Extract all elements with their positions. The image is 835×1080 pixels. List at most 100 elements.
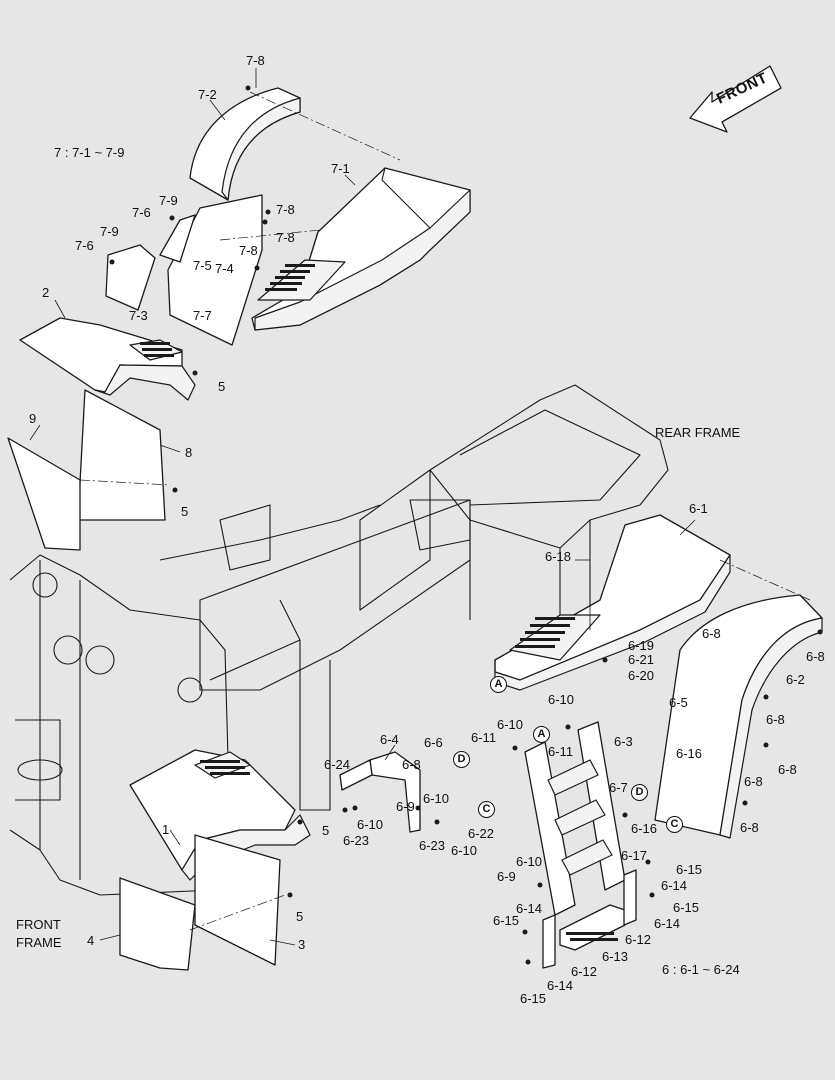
callout-label: 7-1 <box>331 161 350 176</box>
callout-label: 5 <box>322 823 330 838</box>
callout-label: 7-7 <box>193 308 212 323</box>
callout-label: 6-15 <box>676 862 703 877</box>
callout-label: 6-12 <box>625 932 652 947</box>
panel-4 <box>119 877 196 971</box>
callout-label: 5 <box>296 909 304 924</box>
step-6-1 <box>494 514 731 691</box>
callout-label: 6-8 <box>740 820 759 835</box>
leader-lines <box>29 68 696 946</box>
callout-label: 6-4 <box>380 732 399 747</box>
reference-c-marker: C <box>478 801 495 818</box>
panel-7-3 <box>105 244 156 311</box>
panel-9 <box>7 437 81 551</box>
callout-label: 7-8 <box>239 243 258 258</box>
callout-label: 6-8 <box>806 649 825 664</box>
callout-label: 6-14 <box>516 901 543 916</box>
callout-label: 6-12 <box>571 964 598 979</box>
callout-label: 7-9 <box>159 193 178 208</box>
callout-label: 6-14 <box>661 878 688 893</box>
fasteners <box>109 85 823 965</box>
callout-label: 7-8 <box>276 202 295 217</box>
callout-label: 6-7 <box>609 780 628 795</box>
callout-label: 6-9 <box>497 869 516 884</box>
group-6-note: 6 : 6-1 ~ 6-24 <box>662 962 740 977</box>
panel-7-7 <box>167 194 263 346</box>
callout-label: 6-2 <box>786 672 805 687</box>
rear-frame-label: REAR FRAME <box>655 425 741 440</box>
callout-label: 6-14 <box>654 916 681 931</box>
callout-label: 7-6 <box>132 205 151 220</box>
ladder-6-3 <box>524 721 626 916</box>
group-7-note: 7 : 7-1 ~ 7-9 <box>54 145 125 160</box>
callout-label: 6-14 <box>547 978 574 993</box>
callout-label: 6-8 <box>402 757 421 772</box>
callout-label: 3 <box>298 937 306 952</box>
callout-label: 6-10 <box>423 791 450 806</box>
fender-7-1 <box>251 167 471 331</box>
callout-label: 7-3 <box>129 308 148 323</box>
callout-label: 6-20 <box>628 668 655 683</box>
bracket-6-12 <box>542 869 637 969</box>
callout-label: 6-15 <box>673 900 700 915</box>
callout-label: 6-18 <box>545 549 572 564</box>
callout-label: 9 <box>29 411 37 426</box>
callout-label: 6-10 <box>516 854 543 869</box>
rear-frame <box>159 384 669 811</box>
front-frame-label: FRONT FRAME <box>16 917 62 950</box>
callout-label: 6-15 <box>493 913 520 928</box>
callout-label: 7-8 <box>246 53 265 68</box>
callout-label: 6-11 <box>471 730 497 745</box>
callout-label: 6-9 <box>396 799 415 814</box>
callout-label: 6-3 <box>614 734 633 749</box>
front-frame <box>9 554 231 896</box>
reference-d-marker: D <box>631 784 648 801</box>
panel-3 <box>194 834 281 966</box>
fender-2 <box>19 317 196 401</box>
callout-label: 7-8 <box>276 230 295 245</box>
callout-label: 6-1 <box>689 501 708 516</box>
fender-6-2 <box>654 594 823 839</box>
bracket-7-5 <box>159 214 196 263</box>
callout-label: 7-2 <box>198 87 217 102</box>
callout-label: 6-10 <box>497 717 524 732</box>
fender-1 <box>129 749 311 881</box>
callout-label: 6-13 <box>602 949 629 964</box>
callout-label: 8 <box>185 445 193 460</box>
front-direction-arrow <box>689 65 782 133</box>
callout-label: 6-10 <box>548 692 575 707</box>
reference-a-marker: A <box>533 726 550 743</box>
callout-label: 5 <box>218 379 226 394</box>
callout-label: 6-17 <box>621 848 648 863</box>
callout-label: 2 <box>42 285 50 300</box>
callout-label: 6-23 <box>343 833 370 848</box>
callout-label: 6-21 <box>628 652 655 667</box>
callout-label: 6-8 <box>702 626 721 641</box>
callout-label: 6-10 <box>451 843 478 858</box>
callout-label: 6-16 <box>631 821 658 836</box>
callout-label: 7-9 <box>100 224 119 239</box>
reference-d-marker: D <box>453 751 470 768</box>
callout-label: 6-6 <box>424 735 443 750</box>
callout-label: 6-8 <box>778 762 797 777</box>
callout-label: 7-4 <box>215 261 234 276</box>
panel-8 <box>77 389 166 521</box>
callout-label: 6-11 <box>548 744 574 759</box>
callout-label: 6-24 <box>324 757 351 772</box>
reference-a-marker: A <box>490 676 507 693</box>
callout-label: 7-5 <box>193 258 212 273</box>
callout-label: 4 <box>87 933 95 948</box>
bracket-6-4 <box>339 751 421 833</box>
callout-label: 7-6 <box>75 238 94 253</box>
callout-label: 6-16 <box>676 746 703 761</box>
callout-label: 6-8 <box>766 712 785 727</box>
callout-label: 6-10 <box>357 817 384 832</box>
step-6-13 <box>559 904 626 951</box>
callout-label: 6-5 <box>669 695 688 710</box>
fender-7-2 <box>189 87 301 201</box>
reference-c-marker: C <box>666 816 683 833</box>
callout-label: 5 <box>181 504 189 519</box>
callout-label: 6-15 <box>520 991 547 1006</box>
callout-label: 6-8 <box>744 774 763 789</box>
